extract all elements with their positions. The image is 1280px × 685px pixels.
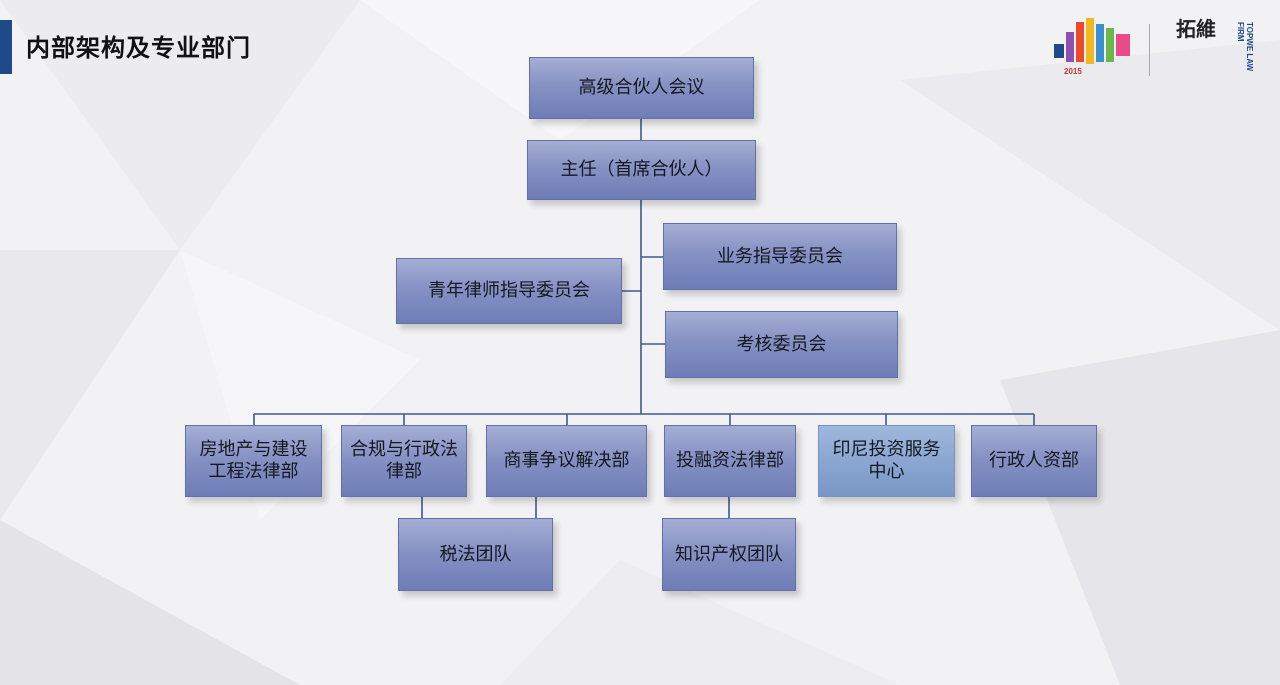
org-node-compliance-dept: 合规与行政法律部 [341,425,467,497]
org-node-admin-hr-dept: 行政人资部 [971,425,1097,497]
logo-divider [1149,24,1150,76]
title-accent-bar [0,20,12,74]
org-node-real-estate-dept: 房地产与建设工程法律部 [185,425,322,497]
org-node-youth-committee: 青年律师指导委员会 [396,258,622,324]
logo-mark-icon: 2015 [1054,18,1130,76]
firm-logo: 2015 拓維 TOPWE LAW FIRM [1046,18,1260,80]
org-node-business-committee: 业务指导委员会 [663,223,897,290]
org-node-indonesia-center: 印尼投资服务中心 [818,425,955,497]
org-node-investment-finance-dept: 投融资法律部 [664,425,796,497]
org-node-senior-partners-meeting: 高级合伙人会议 [529,57,754,119]
logo-english-name: TOPWE LAW FIRM [1236,22,1254,72]
org-node-ip-team: 知识产权团队 [662,518,796,591]
logo-chinese-name: 拓維 [1176,17,1216,41]
logo-year: 2015 [1064,67,1082,76]
org-node-review-committee: 考核委员会 [665,311,898,378]
org-node-tax-team: 税法团队 [398,518,553,591]
org-node-commercial-dispute-dept: 商事争议解决部 [486,425,647,497]
page-title: 内部架构及专业部门 [26,34,251,62]
org-node-director: 主任（首席合伙人） [527,140,756,200]
